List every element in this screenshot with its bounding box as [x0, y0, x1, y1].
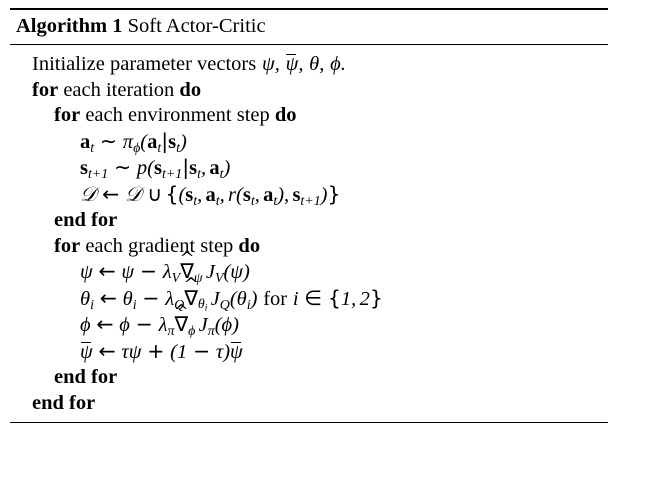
initialize-symbols: ψ,ψ,θ,ϕ. — [261, 53, 346, 75]
line-replay-buffer-update: 𝒟←𝒟∪{(st,at,r(st,at),st+1)} — [10, 181, 608, 208]
line-action-sampling: at∼πϕ(at|st) — [10, 128, 608, 155]
equation-policy-update: ϕ←ϕ−λπ∇ϕJπ(ϕ) — [80, 314, 239, 339]
equation-replay-buffer-update: 𝒟←𝒟∪{(st,at,r(st,at),st+1)} — [80, 181, 341, 209]
line-end-for-environment: end for — [10, 208, 608, 234]
algorithm-block: Algorithm 1 Soft Actor-Critic Initialize… — [10, 8, 608, 423]
for-env-step-text: each environment step — [85, 104, 270, 126]
line-end-for-iteration: end for — [10, 390, 608, 416]
keyword-for: for — [54, 104, 81, 126]
line-for-each-environment-step: for each environment step do — [10, 103, 608, 129]
equation-target-network-update: ψ←τψ+(1−τ)ψ — [80, 338, 243, 363]
keyword-for: for — [54, 234, 81, 257]
for-iteration-text: each iteration — [63, 78, 175, 101]
keyword-do: do — [238, 234, 261, 257]
critic-update-index-set: i∈{1,2} — [292, 285, 383, 310]
equation-state-transition: st+1∼p(st+1|st,at) — [80, 155, 231, 182]
line-end-for-gradient: end for — [10, 365, 608, 391]
keyword-end-for: end for — [32, 391, 96, 414]
line-policy-update: ϕ←ϕ−λπ∇ϕJπ(ϕ) — [10, 312, 608, 339]
bottom-rule — [10, 421, 608, 423]
line-for-each-gradient-step: for each gradient step do — [10, 233, 608, 259]
mid-rule — [10, 43, 608, 45]
keyword-do: do — [179, 78, 202, 101]
algorithm-caption-label: Algorithm 1 — [16, 15, 123, 37]
line-value-update: ψ←ψ−λV∇ψJV(ψ) — [10, 259, 608, 286]
algorithm-caption-title: Soft Actor-Critic — [127, 15, 266, 37]
keyword-do: do — [274, 104, 297, 126]
line-for-each-iteration: for each iteration do — [10, 77, 608, 103]
line-state-transition: st+1∼p(st+1|st,at) — [10, 155, 608, 182]
top-rule — [10, 8, 608, 10]
algorithm-caption: Algorithm 1 Soft Actor-Critic — [10, 10, 608, 44]
initialize-text: Initialize parameter vectors — [32, 53, 257, 75]
line-target-network-update: ψ←τψ+(1−τ)ψ — [10, 338, 608, 365]
equation-value-update: ψ←ψ−λV∇ψJV(ψ) — [80, 261, 250, 286]
keyword-end-for: end for — [54, 366, 118, 389]
equation-action-sampling: at∼πϕ(at|st) — [80, 128, 187, 156]
keyword-for: for — [32, 78, 59, 101]
critic-update-for-text: for — [263, 287, 288, 310]
for-grad-step-text: each gradient step — [85, 234, 234, 257]
keyword-end-for: end for — [54, 209, 118, 231]
